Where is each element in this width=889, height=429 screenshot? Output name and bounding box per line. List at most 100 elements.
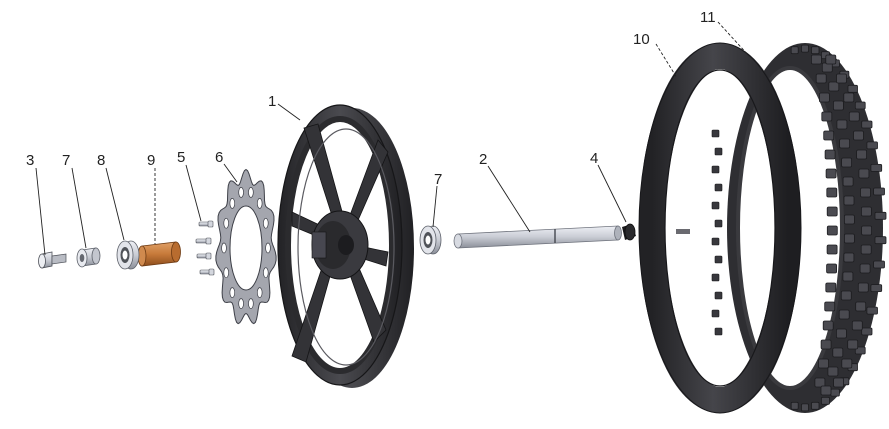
tire-knob	[821, 111, 833, 122]
tire-knob	[853, 130, 864, 141]
tire-knob	[826, 206, 838, 217]
tire-knob	[828, 81, 840, 92]
tire-knob	[842, 271, 854, 282]
tire-knob	[848, 111, 860, 122]
tire-knob	[847, 339, 859, 350]
callout-9: 9	[147, 152, 155, 169]
axle-nut-icon	[622, 223, 636, 241]
tire-knob	[832, 347, 844, 358]
callout-7-right: 7	[434, 171, 442, 188]
bearing-right-icon	[419, 225, 442, 255]
tire-knob	[844, 214, 855, 225]
spacer-sleeve-icon	[137, 241, 181, 267]
rotor-hole	[248, 298, 254, 309]
tire-sidewall-knob	[714, 183, 723, 192]
tire-knob	[856, 149, 867, 160]
tire-knob	[818, 358, 829, 369]
tire-knob	[836, 119, 848, 130]
rim-wheel-icon	[277, 104, 414, 388]
rotor-hole	[223, 267, 229, 279]
tire-knob	[874, 236, 887, 245]
rotor-hole	[263, 217, 269, 229]
tire-knob	[860, 244, 872, 255]
collar-left-icon	[76, 247, 101, 268]
tire-knob	[843, 195, 855, 206]
tire-knob	[801, 44, 809, 53]
tire-sidewall-knob	[711, 237, 720, 246]
tire-knob	[870, 284, 883, 293]
tire-knob	[819, 92, 830, 103]
inner-tube-icon	[638, 42, 802, 414]
tire-knob	[842, 176, 854, 187]
tire-sidewall-knob	[711, 129, 720, 138]
tire-knob	[861, 206, 872, 217]
callout-1: 1	[268, 93, 276, 110]
tire-knob	[873, 260, 885, 269]
tire-knob	[844, 233, 855, 244]
axle-bolt-icon	[38, 251, 67, 269]
tire-knob	[811, 54, 822, 65]
tire-knob	[847, 84, 858, 93]
tire-knob	[859, 263, 871, 274]
tire-knob	[826, 263, 837, 274]
tire-knob	[833, 100, 844, 111]
tire-knob	[838, 309, 850, 320]
tire-knob	[874, 211, 887, 220]
rotor-hole	[221, 242, 227, 254]
axle-shaft-icon	[453, 225, 622, 249]
callout-5: 5	[177, 149, 185, 166]
tire-knob	[854, 346, 866, 355]
callout-10: 10	[633, 31, 650, 48]
rotor-hole	[265, 242, 271, 254]
valve-stem-icon	[676, 229, 690, 234]
callout-3: 3	[26, 152, 34, 169]
tire-knob	[841, 157, 852, 168]
tire-knob	[860, 187, 871, 198]
tire-sidewall-knob	[711, 201, 720, 210]
tire-knob	[824, 149, 836, 160]
leader-lines	[35, 21, 750, 256]
tire-knob	[857, 282, 869, 293]
tire-sidewall-knob	[711, 165, 720, 174]
rotor-hole	[263, 267, 269, 279]
tire-knob	[836, 328, 847, 339]
rotor-bolt-icon	[195, 220, 215, 276]
tire-knob	[823, 130, 835, 141]
callout-labels: 3 7 8 9 5 6 1 7 2 4 10 11	[26, 9, 716, 188]
tire-knob	[866, 306, 878, 315]
tire-knob	[790, 401, 799, 410]
tire-knob	[861, 225, 872, 236]
tire-knob	[811, 401, 820, 410]
tire-knob	[824, 301, 836, 312]
rotor-hole	[238, 187, 244, 198]
rotor-hole	[256, 198, 263, 209]
rotor-hole	[256, 287, 263, 298]
tire-knob	[825, 168, 837, 179]
tire-knob	[815, 73, 827, 84]
tire-sidewall-knob	[714, 147, 723, 156]
tire-knob	[827, 366, 839, 377]
tire-knob	[854, 101, 866, 110]
tire-knob	[814, 377, 826, 388]
tire-knob	[873, 187, 885, 196]
tire-knob	[839, 138, 850, 149]
tire-knob	[821, 396, 830, 405]
tire-knob	[830, 388, 840, 397]
tire-knob	[826, 244, 838, 255]
rotor-hole	[229, 198, 236, 209]
tire-knob	[861, 327, 873, 336]
tire-sidewall-knob	[711, 309, 720, 318]
tire-knob	[820, 385, 832, 396]
tire-knob	[841, 358, 853, 369]
tire-knob	[855, 301, 867, 312]
callout-8: 8	[97, 152, 105, 169]
callout-4: 4	[590, 150, 598, 167]
rotor-hole	[248, 187, 254, 198]
tire-knob	[843, 92, 855, 103]
bearing-left-icon	[116, 240, 140, 270]
tire-knob	[851, 320, 863, 331]
tire-knob	[801, 403, 809, 412]
tire-knob	[866, 141, 878, 150]
